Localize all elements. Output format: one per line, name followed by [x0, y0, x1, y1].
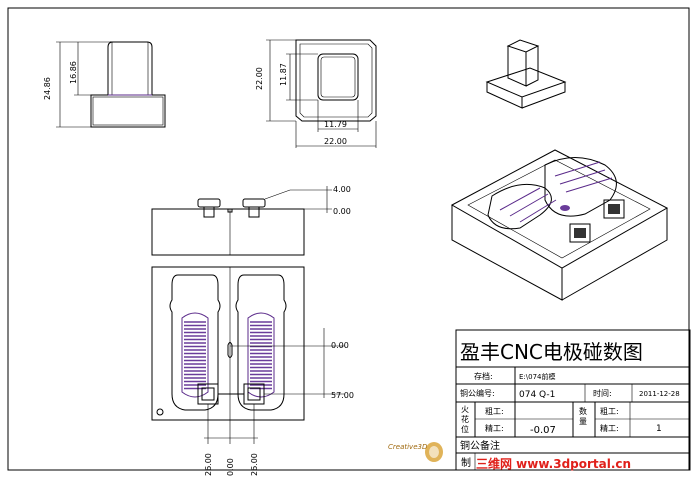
- dim-plan-x-mid: 0.00: [226, 458, 235, 476]
- rough-value: -0.07: [530, 425, 556, 436]
- dim-plan-y-57: 57.00: [331, 391, 354, 400]
- dim-top-width: 22.00: [324, 137, 347, 146]
- site-watermark: 三维网 www.3dportal.cn: [476, 457, 632, 471]
- code-label: 铜公编号:: [460, 388, 495, 398]
- dim-top-height: 22.00: [255, 67, 264, 90]
- remark-label: 铜公备注: [460, 439, 500, 452]
- creative3d-logo: Creative3D: [386, 440, 444, 464]
- qty-value: 1: [656, 424, 662, 434]
- dim-plan-x-right: 26.00: [250, 453, 259, 476]
- code-value: 074 Q-1: [519, 390, 555, 400]
- title-block: 盈丰CNC电极碰数图 存档: E:\074前模 铜公编号: 074 Q-1 时间…: [455, 329, 691, 471]
- rough-top-label: 粗工:: [485, 406, 504, 416]
- logo-text: Creative3D: [388, 443, 428, 451]
- dim-top-height-inner: 11.87: [279, 63, 288, 86]
- electrode-isometric-view: [485, 39, 567, 109]
- storage-value: E:\074前模: [519, 372, 556, 381]
- dim-plan-x-left: 26.00: [204, 453, 213, 476]
- time-label: 时间:: [593, 388, 612, 398]
- dim-plan-y-zero: 0.00: [331, 341, 349, 350]
- maker-label: 制: [461, 456, 471, 469]
- electrode-front-view: [90, 41, 166, 128]
- dim-offset-top: 4.00: [333, 185, 351, 194]
- front-dimensions: 24.86 16.86: [43, 41, 110, 128]
- qty-label: 数量: [579, 406, 587, 426]
- rough-bottom-label: 精工:: [485, 423, 504, 433]
- qty-bottom-label: 精工:: [600, 423, 619, 433]
- mold-isometric-view: [450, 149, 669, 301]
- sheet-border: [7, 7, 690, 471]
- trophy-icon: [425, 442, 443, 462]
- dim-top-width-inner: 11.79: [324, 120, 347, 129]
- electrode-top-view: [295, 39, 377, 122]
- title-block-title: 盈丰CNC电极碰数图: [460, 340, 643, 364]
- dim-front-height: 24.86: [43, 77, 52, 100]
- storage-label: 存档:: [474, 371, 493, 381]
- plan-dimensions: 0.00 57.00 26.00 0.00 26.00: [204, 328, 354, 476]
- rough-label: 火花位: [461, 405, 469, 434]
- dim-offset-zero: 0.00: [333, 207, 351, 216]
- mold-plan-view: [151, 266, 305, 421]
- rough-label-vertical: 火花位: [461, 405, 469, 434]
- cavity-ribs-left: [184, 321, 206, 390]
- time-value: 2011-12-28: [639, 390, 680, 398]
- cavity-ribs-right: [250, 321, 272, 390]
- mold-side-view: 4.00 0.00: [151, 185, 351, 256]
- dim-front-height-inner: 16.86: [69, 61, 78, 84]
- top-dimensions: 22.00 11.87 11.79 22.00: [255, 39, 377, 148]
- qty-top-label: 粗工:: [600, 406, 619, 416]
